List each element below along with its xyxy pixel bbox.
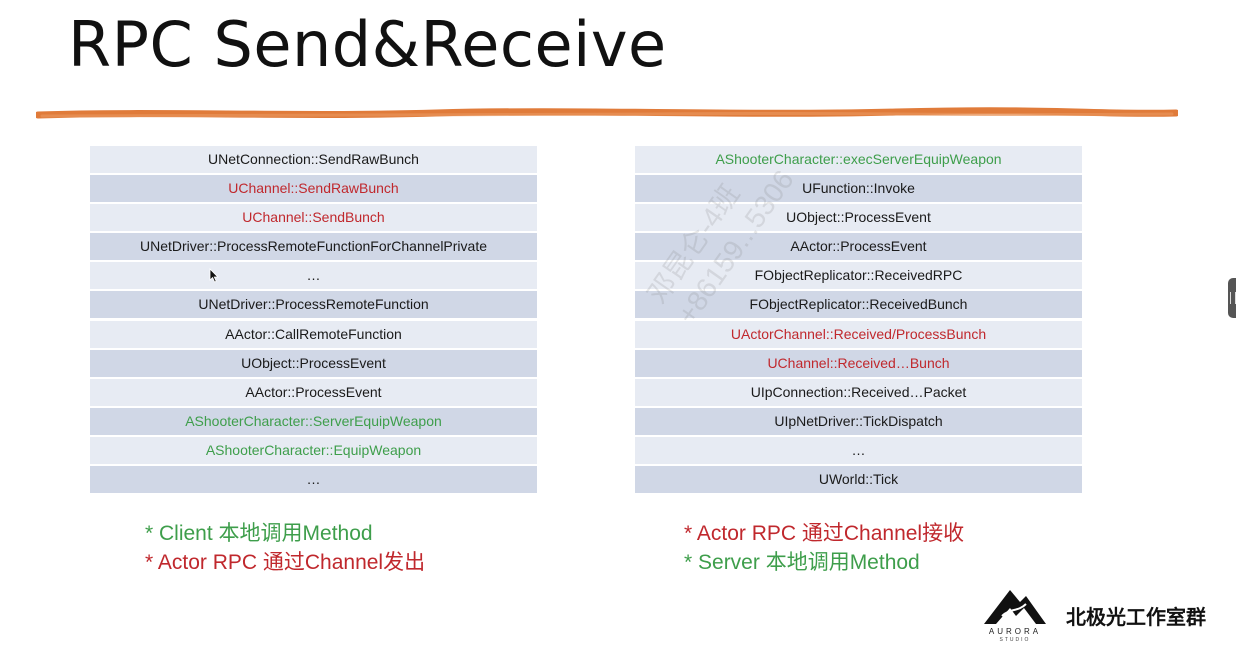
receive-stack-row: FObjectReplicator::ReceivedBunch <box>635 291 1082 319</box>
receive-stack-row: UIpNetDriver::TickDispatch <box>635 407 1082 435</box>
note-line: * Client 本地调用Method <box>145 522 373 545</box>
receive-stack-row: UObject::ProcessEvent <box>635 204 1082 232</box>
send-stack-row: AActor::CallRemoteFunction <box>90 320 537 348</box>
send-stack-row: UChannel::SendRawBunch <box>90 175 537 203</box>
brush-divider <box>36 107 1178 119</box>
receive-stack-row: UActorChannel::Received/ProcessBunch <box>635 320 1082 348</box>
send-stack-row: AActor::ProcessEvent <box>90 378 537 406</box>
send-stack-row: AShooterCharacter::EquipWeapon <box>90 436 537 464</box>
send-stack-row: UChannel::SendBunch <box>90 204 537 232</box>
mountain-logo-icon <box>984 590 1046 624</box>
mouse-cursor-icon <box>209 268 219 283</box>
side-panel-handle[interactable] <box>1228 278 1236 318</box>
slide-title: RPC Send&Receive <box>68 8 667 81</box>
logo-name: AURORA <box>988 627 1042 636</box>
send-stack-row: UNetConnection::SendRawBunch <box>90 146 537 173</box>
receive-stack-row: UIpConnection::Received…Packet <box>635 378 1082 406</box>
send-stack-row: … <box>90 466 537 494</box>
send-stack-row: AShooterCharacter::ServerEquipWeapon <box>90 407 537 435</box>
receive-stack-row: … <box>635 436 1082 464</box>
receive-stack-row: AShooterCharacter::execServerEquipWeapon <box>635 146 1082 173</box>
send-stack-row: UNetDriver::ProcessRemoteFunction <box>90 291 537 319</box>
receive-call-stack-table: AShooterCharacter::execServerEquipWeapon… <box>635 146 1082 495</box>
right-notes: * Actor RPC 通过Channel接收 * Server 本地调用Meth… <box>684 519 964 577</box>
send-stack-row: … <box>90 262 537 290</box>
note-line: * Actor RPC 通过Channel发出 <box>145 551 426 574</box>
receive-stack-row: UChannel::Received…Bunch <box>635 349 1082 377</box>
note-line: * Server 本地调用Method <box>684 551 920 574</box>
send-stack-row: UNetDriver::ProcessRemoteFunctionForChan… <box>90 233 537 261</box>
receive-stack-row: UFunction::Invoke <box>635 175 1082 203</box>
left-notes: * Client 本地调用Method * Actor RPC 通过Channel… <box>145 519 425 577</box>
note-line: * Actor RPC 通过Channel接收 <box>684 522 965 545</box>
receive-stack-row: FObjectReplicator::ReceivedRPC <box>635 262 1082 290</box>
logo-subtitle: STUDIO <box>999 637 1031 643</box>
studio-name: 北极光工作室群 <box>1066 607 1206 629</box>
send-stack-row: UObject::ProcessEvent <box>90 349 537 377</box>
receive-stack-row: UWorld::Tick <box>635 466 1082 494</box>
receive-stack-row: AActor::ProcessEvent <box>635 233 1082 261</box>
